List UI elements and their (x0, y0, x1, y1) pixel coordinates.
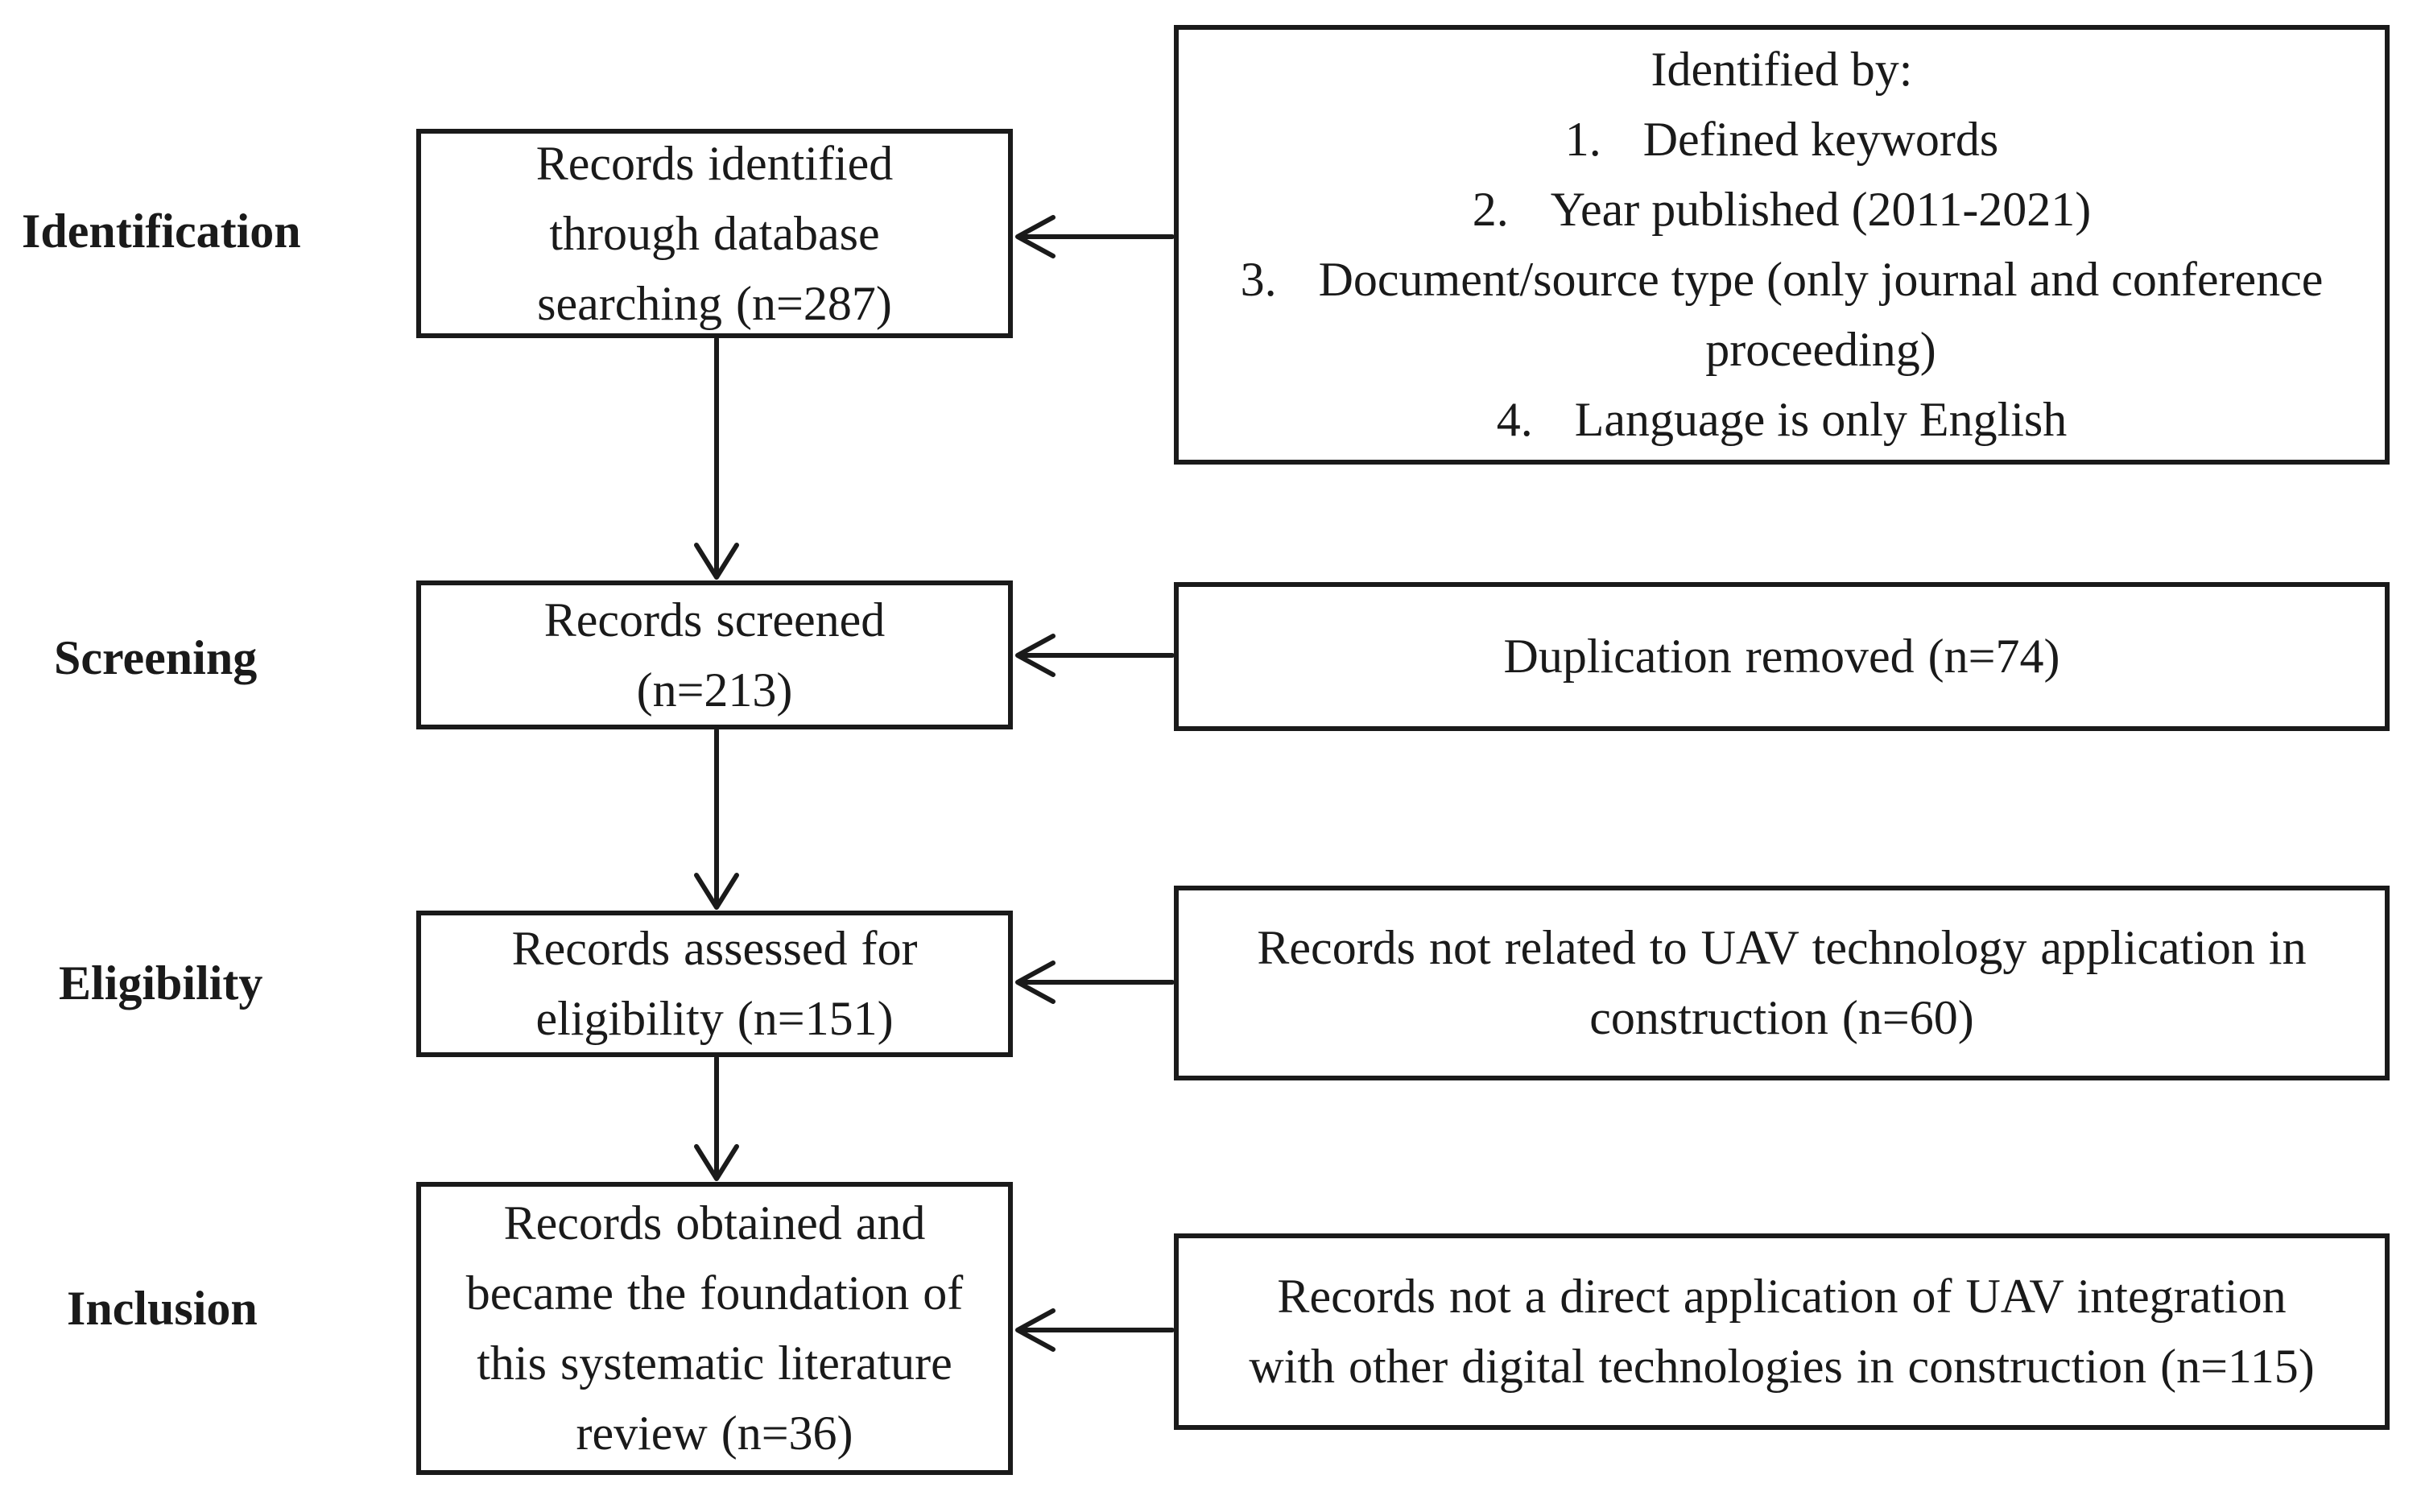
arrow-down-identification-to-screening (694, 337, 739, 580)
criteria-item-3-text: Document/source type (only journal and c… (1318, 253, 2324, 376)
criteria-title: Identified by: (1650, 43, 1913, 96)
criteria-item-4-number: 4. (1496, 393, 1533, 446)
stage-label-eligibility: Eligibility (59, 956, 263, 1010)
stage-label-screening: Screening (54, 631, 258, 684)
criteria-item-3: 3. Document/source type (only journal an… (1241, 245, 2324, 385)
box-records-screened-text: Records screened (n=213) (543, 593, 886, 717)
arrow-left-duplication-to-screened (1015, 634, 1175, 677)
arrow-left-notrelated-to-assessed (1015, 960, 1175, 1004)
box-duplication-removed-text: Duplication removed (n=74) (1503, 630, 2060, 683)
criteria-item-2-number: 2. (1472, 183, 1509, 236)
criteria-item-1-number: 1. (1564, 113, 1601, 166)
box-records-not-related: Records not related to UAV technology ap… (1174, 886, 2390, 1080)
stage-label-inclusion: Inclusion (67, 1282, 258, 1335)
arrow-left-notdirect-to-obtained (1015, 1308, 1175, 1352)
box-records-identified: Records identified through database sear… (416, 129, 1013, 338)
criteria-item-1-text: Defined keywords (1642, 113, 1999, 166)
box-records-assessed-text: Records assessed for eligibility (n=151) (511, 922, 918, 1045)
box-duplication-removed: Duplication removed (n=74) (1174, 582, 2390, 731)
criteria-item-2-text: Year published (2011-2021) (1550, 183, 2092, 236)
arrow-down-screening-to-eligibility (694, 728, 739, 910)
criteria-item-4: 4. Language is only English (1497, 385, 2068, 455)
box-records-obtained-text: Records obtained and became the foundati… (465, 1196, 964, 1460)
criteria-item-2: 2. Year published (2011-2021) (1473, 175, 2092, 245)
box-records-not-related-text: Records not related to UAV technology ap… (1257, 921, 2307, 1044)
arrow-down-eligibility-to-inclusion (694, 1056, 739, 1181)
box-records-identified-text: Records identified through database sear… (535, 136, 894, 330)
box-records-not-direct-application: Records not a direct application of UAV … (1174, 1233, 2390, 1430)
criteria-item-4-text: Language is only English (1574, 393, 2068, 446)
criteria-item-3-number: 3. (1240, 253, 1277, 306)
box-records-assessed: Records assessed for eligibility (n=151) (416, 911, 1013, 1057)
box-records-obtained: Records obtained and became the foundati… (416, 1182, 1013, 1475)
box-records-screened: Records screened (n=213) (416, 580, 1013, 729)
box-identified-by-criteria: Identified by: 1. Defined keywords 2. Ye… (1174, 25, 2390, 465)
arrow-left-criteria-to-identified (1015, 215, 1175, 258)
criteria-item-1: 1. Defined keywords (1565, 105, 1999, 175)
box-records-not-direct-application-text: Records not a direct application of UAV … (1249, 1270, 2315, 1393)
stage-label-identification: Identification (22, 204, 301, 258)
